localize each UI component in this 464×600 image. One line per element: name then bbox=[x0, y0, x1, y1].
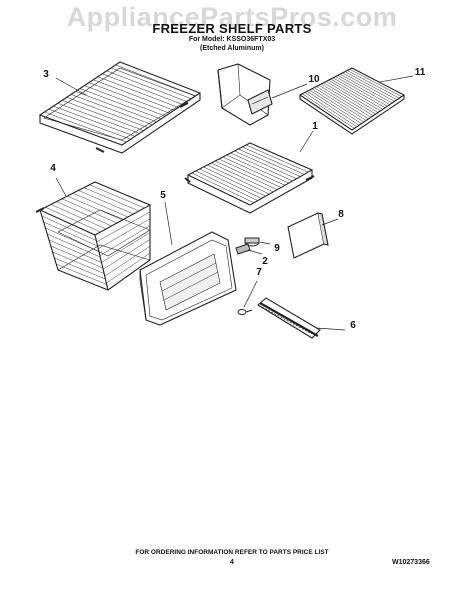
callout-2: 2 bbox=[262, 256, 268, 267]
callout-8: 8 bbox=[338, 209, 344, 220]
part-7-screw bbox=[237, 309, 253, 315]
callout-4: 4 bbox=[50, 163, 56, 174]
finish-line: (Etched Aluminum) bbox=[200, 45, 264, 52]
part-10-bin bbox=[217, 63, 273, 126]
callout-7: 7 bbox=[256, 267, 262, 278]
part-8-divider bbox=[287, 212, 329, 259]
part-1-wire-shelf bbox=[184, 142, 315, 214]
part-11-grille bbox=[298, 67, 406, 135]
part-6-slide-rail bbox=[257, 297, 321, 339]
part-5-drawer-front bbox=[139, 231, 237, 326]
watermark: AppliancePartsPros.com bbox=[66, 2, 398, 32]
ordering-note: FOR ORDERING INFORMATION REFER TO PARTS … bbox=[135, 549, 329, 556]
callout-9: 9 bbox=[274, 243, 280, 254]
leader-lines bbox=[55, 75, 414, 331]
callout-11: 11 bbox=[414, 67, 426, 78]
callout-1: 1 bbox=[312, 121, 318, 132]
part-4-wire-basket bbox=[35, 181, 152, 291]
callout-5: 5 bbox=[160, 190, 166, 201]
page-number: 4 bbox=[230, 559, 234, 566]
callout-10: 10 bbox=[308, 74, 320, 85]
document-number: W10273366 bbox=[392, 559, 430, 566]
model-line: For Model: KSSO36FTX03 bbox=[188, 36, 276, 43]
callout-3: 3 bbox=[43, 69, 49, 80]
callout-6: 6 bbox=[350, 320, 356, 331]
page-title: FREEZER SHELF PARTS bbox=[152, 21, 312, 36]
part-2-clip bbox=[235, 243, 251, 255]
part-3-wire-shelf bbox=[38, 61, 202, 154]
